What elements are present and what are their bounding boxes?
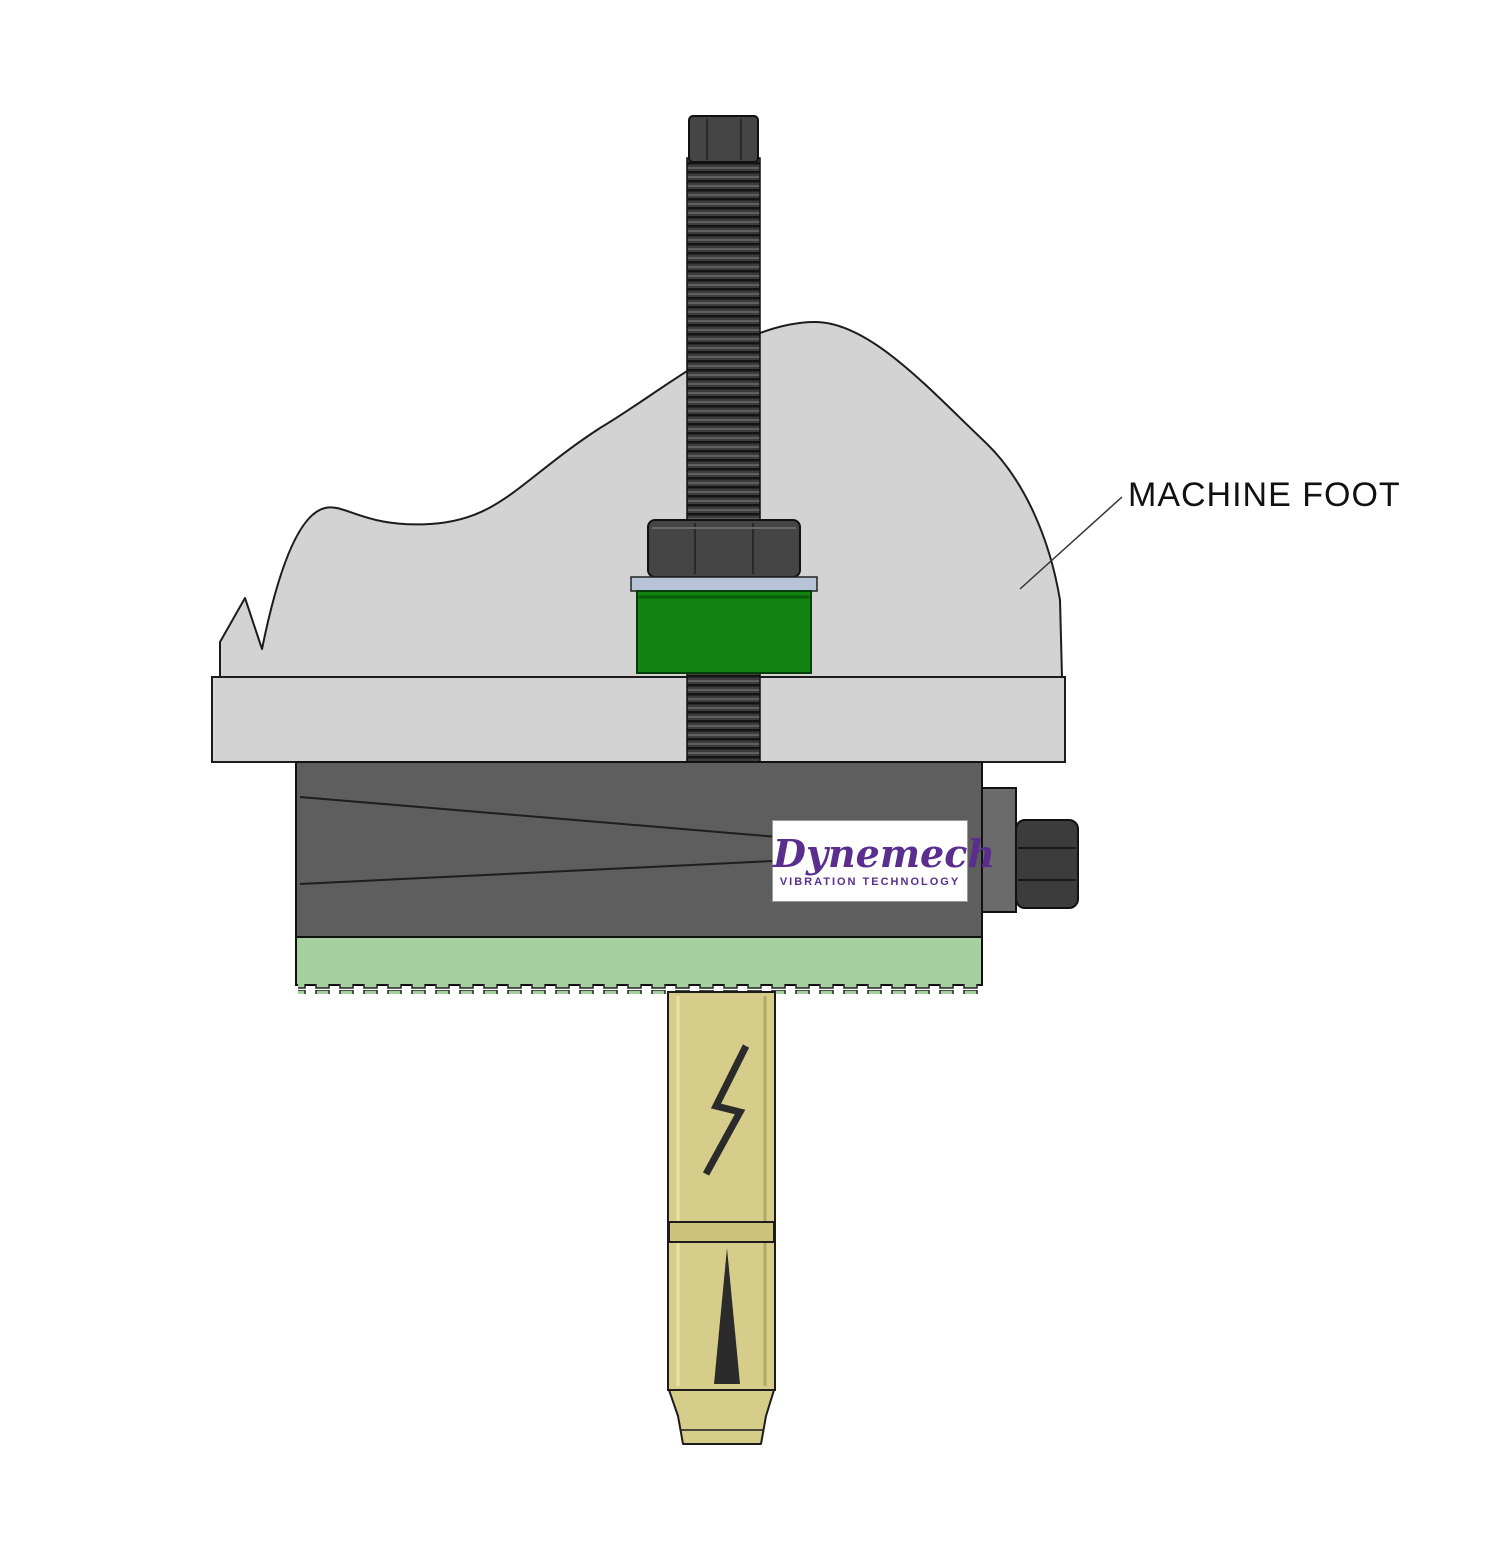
side-plate [981,787,1017,913]
machine-foot-base-slab [211,676,1066,763]
machine-foot-body [219,321,1063,678]
rubber-bushing [636,590,812,674]
anchor-collar [668,1221,775,1243]
isolation-pad-serrations [298,984,980,994]
dynemech-brand-text: Dynemech [773,831,995,876]
anchor-expansion-slit [702,1044,750,1176]
bolt-head [688,115,759,163]
side-hex-nut [1015,819,1079,909]
anchor-expansion-wedge [714,1248,740,1384]
isolation-pad [295,936,983,986]
anchor-tip [668,1389,775,1445]
washer [630,576,818,592]
machine-foot-label: MACHINE FOOT [1128,476,1401,514]
machine-foot-leader-line [1019,496,1123,590]
dynemech-tagline-text: VIBRATION TECHNOLOGY [779,876,961,888]
dynemech-logo-plate: Dynemech VIBRATION TECHNOLOGY [772,820,995,902]
